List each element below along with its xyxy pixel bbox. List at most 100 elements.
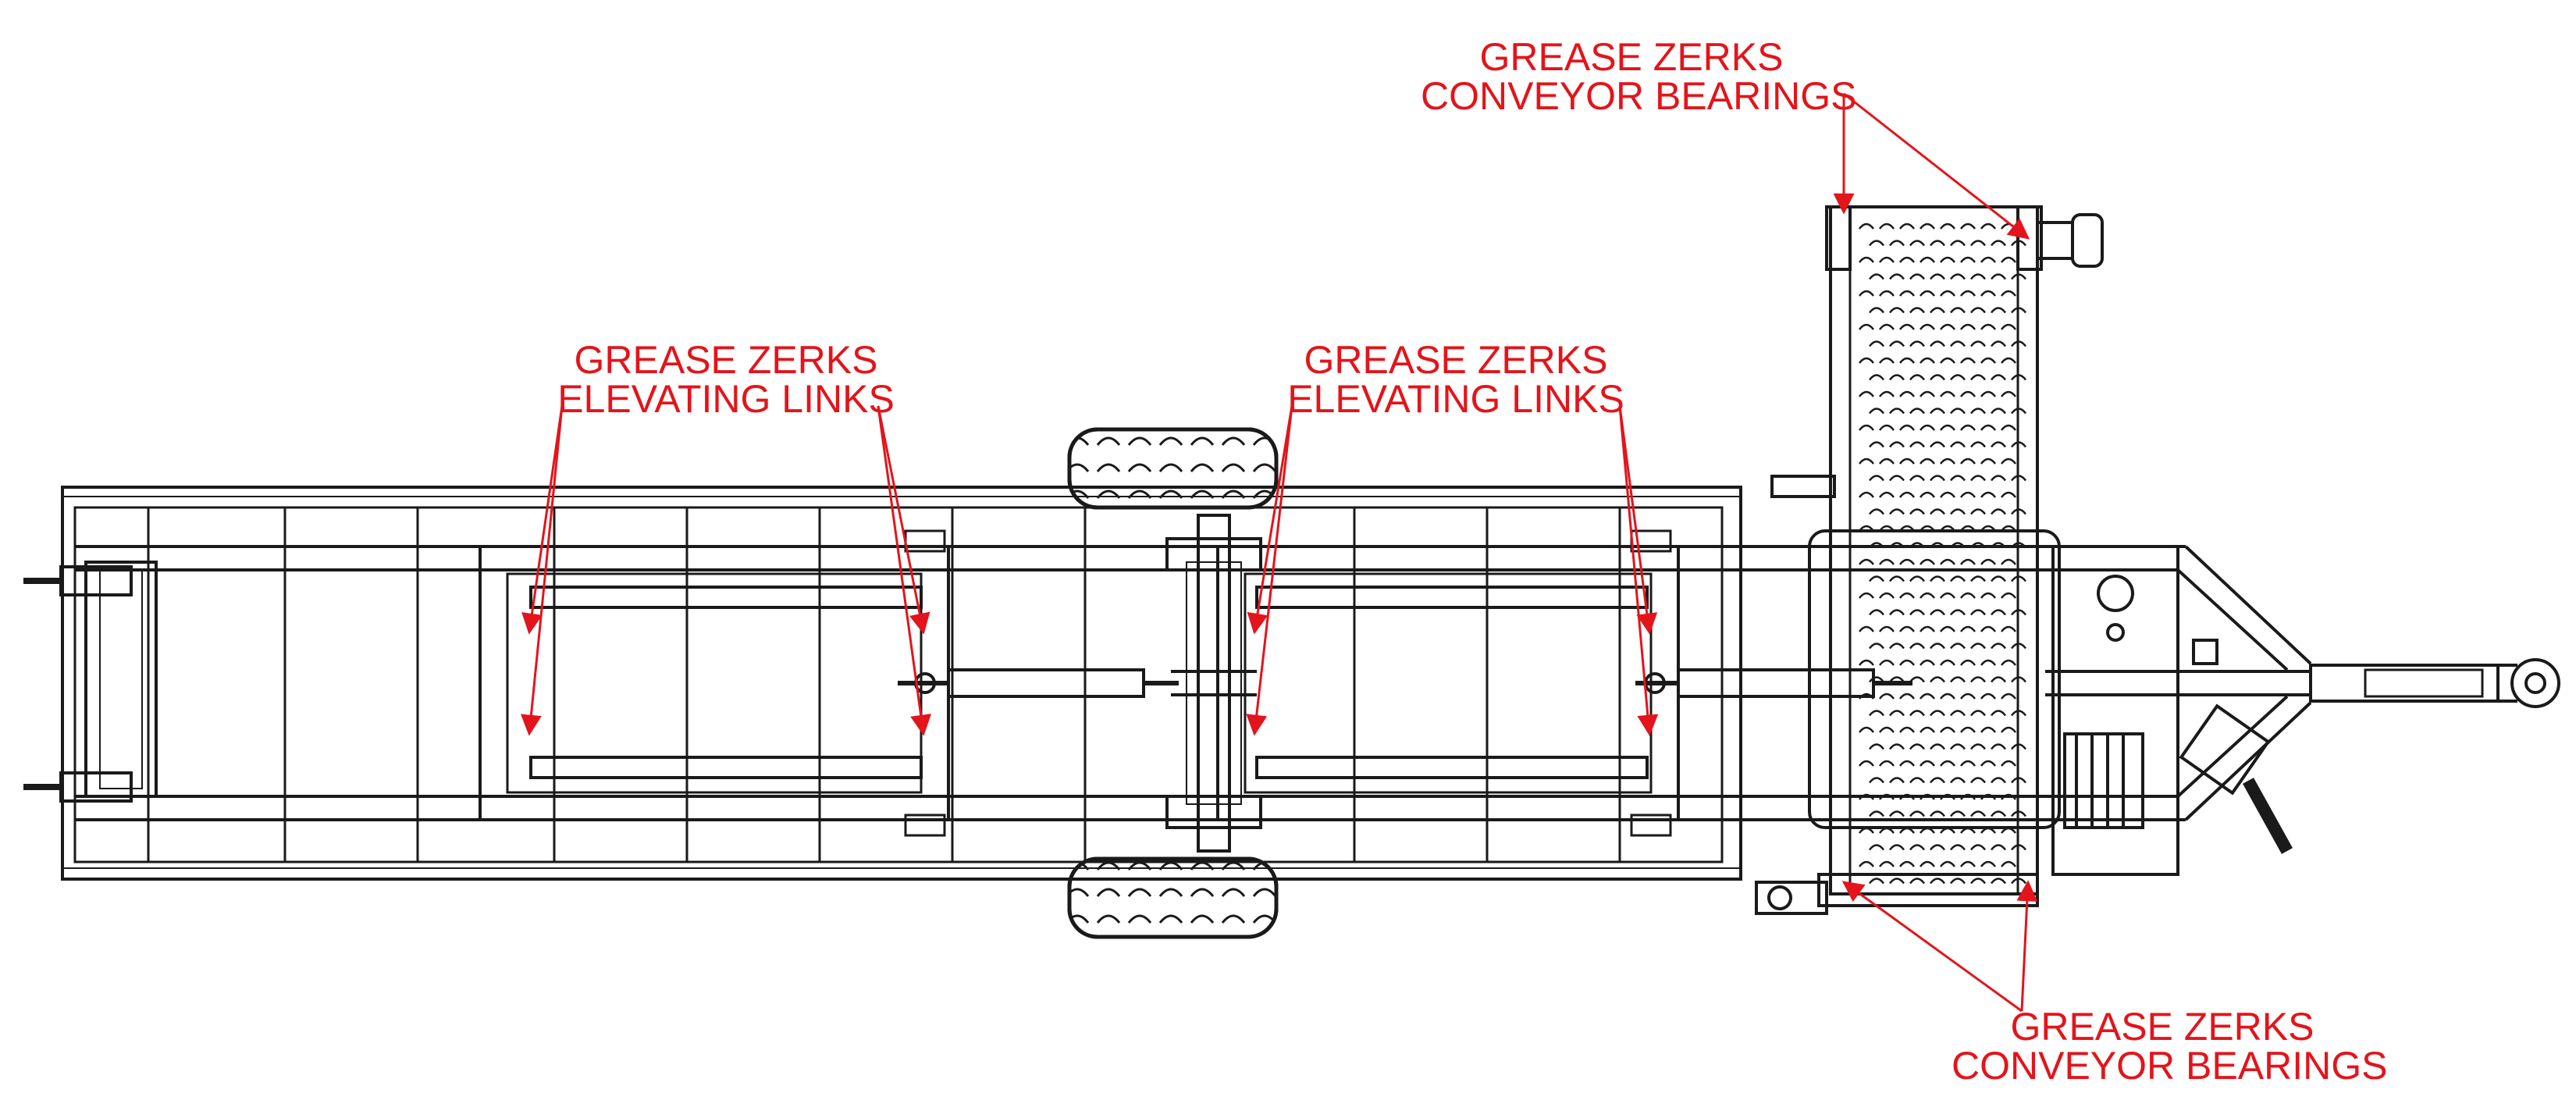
belt-cleat xyxy=(1980,659,1996,666)
belt-cleat xyxy=(1940,726,1955,733)
belt-cleat xyxy=(1940,659,1955,666)
belt-cleat xyxy=(1879,256,1895,263)
belt-cleat xyxy=(1869,441,1884,448)
belt-cleat xyxy=(1980,726,1996,733)
belt-cleat xyxy=(1920,726,1935,733)
belt-cleat xyxy=(1909,307,1925,314)
belt-cleat xyxy=(1940,760,1955,767)
belt-cleat xyxy=(2011,508,2026,515)
belt-cleat xyxy=(1920,693,1935,700)
belt-cleat xyxy=(1940,256,1955,263)
belt-cleat xyxy=(1889,240,1905,247)
belt-cleat xyxy=(1940,424,1955,431)
belt-cleat xyxy=(1920,491,1935,498)
belt-cleat xyxy=(1960,860,1976,867)
belt-cleat xyxy=(1960,726,1976,733)
belt-cleat xyxy=(1899,659,1915,666)
belt-cleat xyxy=(2001,525,2016,532)
belt-cleat xyxy=(1940,323,1955,330)
callout-elevating-links-right: GREASE ZERKS ELEVATING LINKS xyxy=(1284,340,1628,418)
belt-cleat xyxy=(1889,475,1905,482)
axle-assembly xyxy=(1165,514,1262,853)
belt-cleat xyxy=(1950,676,1966,683)
belt-cleat xyxy=(1879,592,1895,599)
belt-cleat xyxy=(1970,743,1986,750)
belt-cleat xyxy=(1950,340,1966,347)
belt-cleat xyxy=(1859,860,1874,867)
belt-cleat xyxy=(1970,374,1986,381)
belt-cleat xyxy=(1950,273,1966,280)
belt-cleat xyxy=(1869,743,1884,750)
belt-cleat xyxy=(1899,323,1915,330)
belt-cleat xyxy=(1879,323,1895,330)
belt-cleat xyxy=(1889,777,1905,784)
belt-cleat xyxy=(2011,710,2026,717)
belt-cleat xyxy=(1869,878,1884,885)
belt-cleat xyxy=(1899,525,1915,532)
belt-cleat xyxy=(1899,558,1915,565)
belt-cleat xyxy=(1879,659,1895,666)
belt-cleat xyxy=(1950,878,1966,885)
belt-cleat xyxy=(1950,508,1966,515)
belt-cleat xyxy=(1950,475,1966,482)
belt-cleat xyxy=(1920,424,1935,431)
callout-conveyor-bearings-top: GREASE ZERKS CONVEYOR BEARINGS xyxy=(1421,35,1856,116)
belt-cleat xyxy=(1869,307,1884,314)
callout-line-2: ELEVATING LINKS xyxy=(1287,377,1624,421)
belt-cleat xyxy=(2001,458,2016,465)
belt-cleat xyxy=(1960,659,1976,666)
belt-cleat xyxy=(1970,609,1986,616)
belt-cleat xyxy=(1869,710,1884,717)
belt-cleat xyxy=(1960,256,1976,263)
belt-cleat xyxy=(1960,760,1976,767)
belt-cleat xyxy=(1940,827,1955,834)
belt-cleat xyxy=(1909,810,1925,817)
belt-cleat xyxy=(1859,558,1874,565)
belt-cleat xyxy=(1889,710,1905,717)
belt-cleat xyxy=(1889,844,1905,851)
belt-cleat xyxy=(1940,357,1955,364)
belt-cleat xyxy=(1991,408,2006,415)
callout-line-1: GREASE ZERKS xyxy=(1479,35,1784,79)
belt-cleat xyxy=(1889,307,1905,314)
bed-cross-members xyxy=(147,507,1621,862)
belt-cleat xyxy=(2011,575,2026,582)
belt-cleat xyxy=(1930,743,1945,750)
belt-cleat xyxy=(1991,273,2006,280)
belt-cleat xyxy=(1930,609,1945,616)
belt-cleat xyxy=(1889,441,1905,448)
belt-cleat xyxy=(1920,290,1935,297)
trailer-frame-rails xyxy=(75,545,2560,821)
callout-line-2: ELEVATING LINKS xyxy=(557,377,895,421)
belt-cleat xyxy=(1980,625,1996,632)
belt-cleat xyxy=(1991,609,2006,616)
belt-cleat xyxy=(1991,810,2006,817)
belt-cleat xyxy=(1920,390,1935,397)
belt-cleat xyxy=(1960,290,1976,297)
belt-cleat xyxy=(1980,256,1996,263)
callout-line-2: CONVEYOR BEARINGS xyxy=(1952,1044,2388,1088)
belt-cleat xyxy=(1920,525,1935,532)
belt-cleat xyxy=(1980,290,1996,297)
belt-cleat xyxy=(1970,273,1986,280)
belt-cleat xyxy=(1991,374,2006,381)
belt-cleat xyxy=(1940,491,1955,498)
belt-cleat xyxy=(1909,475,1925,482)
belt-cleat xyxy=(1879,290,1895,297)
belt-cleat xyxy=(1869,508,1884,515)
belt-cleat xyxy=(1889,542,1905,549)
belt-cleat xyxy=(1859,793,1874,800)
belt-cleat xyxy=(1899,592,1915,599)
belt-cleat xyxy=(1930,508,1945,515)
callout-line-1: GREASE ZERKS xyxy=(2010,1005,2314,1049)
belt-cleat xyxy=(1920,659,1935,666)
belt-cleat xyxy=(1869,408,1884,415)
belt-cleat xyxy=(1859,491,1874,498)
belt-cleat xyxy=(1899,390,1915,397)
belt-cleat xyxy=(1970,844,1986,851)
belt-cleat xyxy=(1889,743,1905,750)
belt-cleat xyxy=(1859,223,1874,230)
belt-cleat xyxy=(2011,609,2026,616)
belt-cleat xyxy=(2001,357,2016,364)
